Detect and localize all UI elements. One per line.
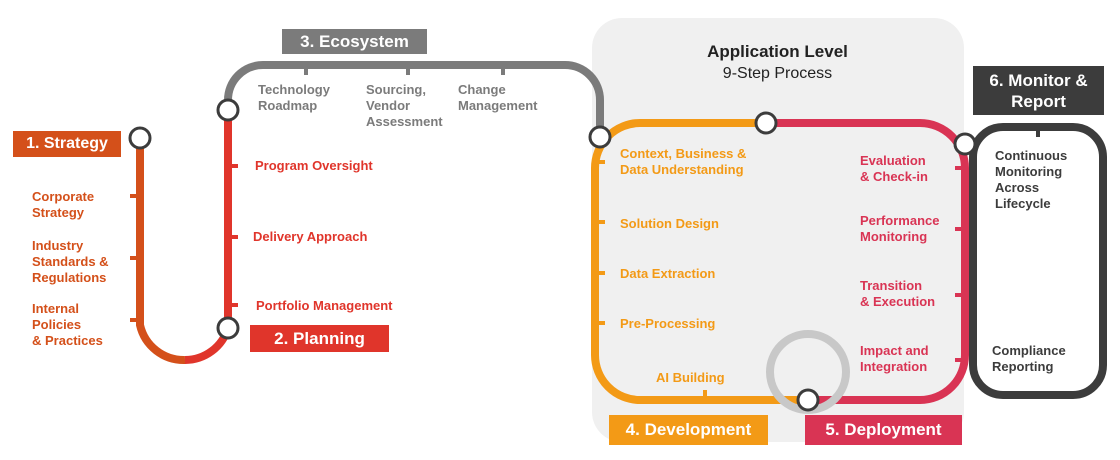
deployment-badge: 5. Deployment: [805, 415, 962, 445]
deployment-item: Evaluation & Check-in: [860, 153, 928, 184]
development-badge: 4. Development: [609, 415, 768, 445]
planning-badge: 2. Planning: [250, 325, 389, 352]
development-item: Context, Business & Data Understanding: [620, 146, 747, 177]
development-item: Pre-Processing: [620, 316, 716, 331]
deployment-item: Performance Monitoring: [860, 213, 940, 244]
planning-item: Program Oversight: [255, 158, 373, 173]
station-node: [128, 126, 152, 150]
strategy-item: Industry Standards & Regulations: [32, 238, 109, 285]
deployment-item: Impact and Integration: [860, 343, 929, 374]
strategy-badge: 1. Strategy: [13, 131, 121, 157]
ecosystem-item: Sourcing, Vendor Assessment: [366, 82, 443, 129]
monitor-item: Continuous Monitoring Across Lifecycle: [995, 148, 1068, 211]
planning-item: Delivery Approach: [253, 229, 368, 244]
ecosystem-item: Change Management: [458, 82, 538, 113]
ecosystem-item: Technology Roadmap: [258, 82, 330, 113]
station-node: [796, 388, 820, 412]
station-node: [216, 98, 240, 122]
ecosystem-badge: 3. Ecosystem: [282, 29, 427, 54]
application-level-heading: Application Level: [707, 42, 848, 61]
deployment-track: [766, 119, 969, 404]
strategy-track: [136, 138, 186, 365]
station-node: [953, 132, 977, 156]
station-node: [588, 125, 612, 149]
development-item: Solution Design: [620, 216, 719, 231]
development-item: AI Building: [656, 370, 725, 385]
station-node: [754, 111, 778, 135]
application-level-title: Application Level 9-Step Process: [660, 42, 895, 83]
station-node: [216, 316, 240, 340]
deployment-item: Transition & Execution: [860, 278, 936, 309]
development-track: [591, 119, 808, 404]
strategy-item: Corporate Strategy: [32, 189, 95, 220]
planning-item: Portfolio Management: [256, 298, 393, 313]
strategy-item: Internal Policies & Practices: [32, 301, 103, 348]
development-item: Data Extraction: [620, 266, 716, 281]
monitor-report-badge: 6. Monitor & Report: [973, 66, 1104, 115]
ecosystem-track: [224, 61, 604, 137]
application-level-subheading: 9-Step Process: [722, 65, 833, 82]
monitor-item: Compliance Reporting: [992, 343, 1066, 374]
